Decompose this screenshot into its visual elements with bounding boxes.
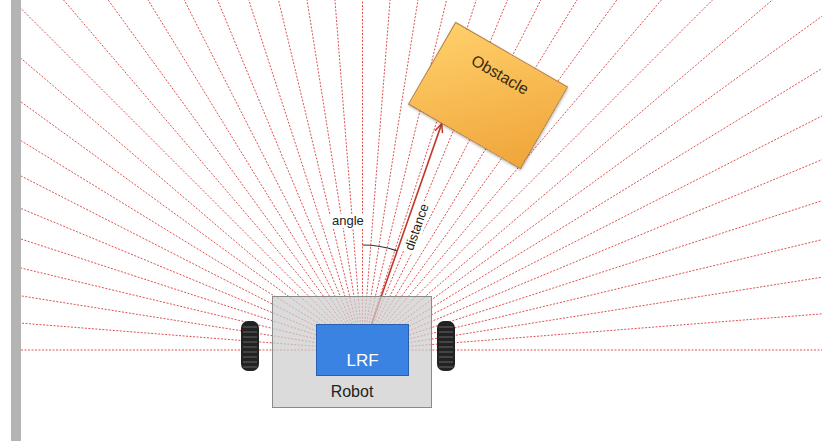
edge-label: distance: [402, 200, 433, 254]
lrf-sensor: LRF: [316, 324, 409, 376]
node-text: Robot: [331, 383, 374, 401]
angle-arc: [363, 245, 398, 251]
wheel: [437, 321, 455, 371]
robot-body: Robot LRF: [272, 296, 432, 408]
node-text: LRF: [346, 351, 378, 371]
node-text: Obstacle: [468, 52, 532, 99]
wall: [11, 0, 21, 441]
angle-label: angle: [330, 214, 366, 228]
obstacle-box: Obstacle: [408, 22, 568, 169]
distance-arrow: [372, 124, 442, 324]
wheel: [241, 321, 259, 371]
